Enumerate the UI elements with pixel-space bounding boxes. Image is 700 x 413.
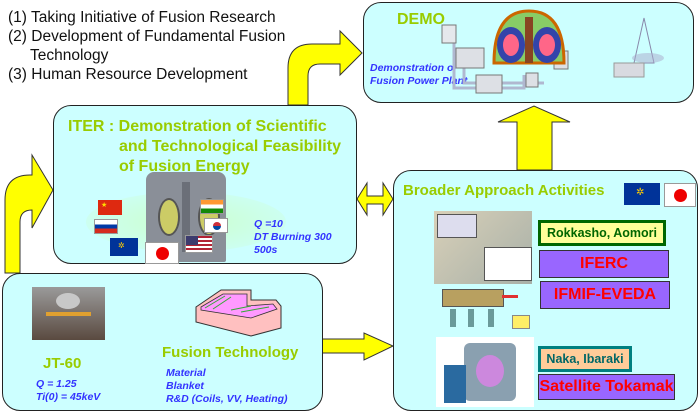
iter-title-line1: ITER : Demonstration of Scientific (68, 118, 327, 135)
flag-eu: ✲ (110, 238, 138, 256)
location-naka: Naka, Ibaraki (538, 346, 632, 372)
iter-title-line2: and Technological Feasibility (119, 138, 341, 155)
goal-item-continued: Technology (30, 47, 109, 64)
arrow-iter-ba-bidirectional (356, 181, 394, 217)
flag-russia (94, 219, 118, 234)
goals-list: (1) Taking Initiative of Fusion Research… (8, 8, 285, 84)
project-iferc: IFERC (539, 250, 669, 278)
iter-spec-q: Q =10 (254, 218, 283, 230)
flag-japan (145, 242, 179, 264)
ifmif-accelerator-image (438, 281, 530, 331)
demo-subtitle-line1: Demonstration of (370, 62, 457, 74)
iter-box: ITER : Demonstration of Scientific and T… (53, 105, 357, 264)
fusion-tech-item: Blanket (166, 380, 204, 392)
ifmif-linac (442, 289, 504, 307)
arrow-ba-to-demo (497, 105, 571, 171)
researchers-inset (484, 247, 532, 281)
jt60-photo-vessel (56, 293, 80, 309)
iter-central-solenoid (182, 182, 190, 252)
flag-japan (664, 183, 696, 207)
demo-subtitle: Demonstration of Fusion Power Plant (370, 62, 467, 88)
broader-approach-box: Broader Approach Activities ✲ Rokkasho, … (393, 170, 698, 411)
demo-subtitle-line2: Fusion Power Plant (370, 75, 468, 87)
ifmif-target (512, 315, 530, 329)
jt60-photo (32, 287, 105, 340)
goal-item: (2) Development of Fundamental Fusion (8, 28, 286, 45)
ifmif-part (450, 309, 456, 327)
jt60-box: JT-60 Q = 1.25 Ti(0) = 45keV Fusion Tech… (2, 273, 323, 411)
ifmif-part (488, 309, 494, 327)
arrow-jt60-to-iter (4, 153, 54, 274)
flag-eu: ✲ (624, 183, 660, 205)
flag-usa (185, 235, 213, 253)
iter-spec-duration: 500s (254, 244, 278, 256)
iter-title: ITER : Demonstration of Scientific and T… (68, 117, 341, 177)
arrow-iter-to-demo (287, 29, 363, 106)
demo-title: DEMO (397, 11, 445, 28)
tokamak-heating-system (444, 365, 466, 403)
arrow-jt60-to-ba (321, 332, 395, 361)
iter-plasma-left (158, 198, 180, 236)
ifmif-part (468, 309, 474, 327)
jt60-photo-detail (46, 312, 91, 316)
iter-spec-burning: DT Burning 300 (254, 231, 332, 243)
jt60-title: JT-60 (43, 355, 82, 372)
blanket-module-illustration (195, 289, 282, 337)
project-ifmif-eveda: IFMIF-EVEDA (540, 281, 670, 309)
flag-china: ★ (98, 200, 122, 215)
fusion-tech-title: Fusion Technology (162, 344, 299, 361)
rokkasho-site-image (434, 211, 532, 284)
demo-power-plant-illustration (441, 9, 664, 94)
fusion-tech-item: R&D (Coils, VV, Heating) (166, 393, 288, 405)
rokkasho-building-inset (437, 214, 477, 238)
flag-india (200, 199, 224, 214)
location-rokkasho: Rokkasho, Aomori (538, 220, 666, 246)
iter-specs: Q =10 DT Burning 300 500s (254, 218, 332, 257)
iter-title-line3: of Fusion Energy (119, 158, 250, 175)
project-satellite-tokamak: Satellite Tokamak (538, 374, 675, 400)
jt60-specs: Q = 1.25 Ti(0) = 45keV (36, 378, 100, 404)
jt60-spec-q: Q = 1.25 (36, 378, 77, 390)
demo-box: DEMO Demonstration of Fusion Power Plant (363, 2, 694, 103)
jt60-spec-ti: Ti(0) = 45keV (36, 391, 101, 403)
ba-title: Broader Approach Activities (403, 182, 605, 199)
tokamak-plasma (476, 355, 504, 387)
ifmif-beam (502, 295, 518, 298)
fusion-tech-item: Material (166, 367, 206, 379)
goal-item: (3) Human Resource Development (8, 66, 248, 83)
satellite-tokamak-image (436, 337, 534, 407)
flag-korea (204, 218, 228, 233)
fusion-tech-items: Material Blanket R&D (Coils, VV, Heating… (166, 367, 288, 406)
goal-item: (1) Taking Initiative of Fusion Research (8, 9, 276, 26)
